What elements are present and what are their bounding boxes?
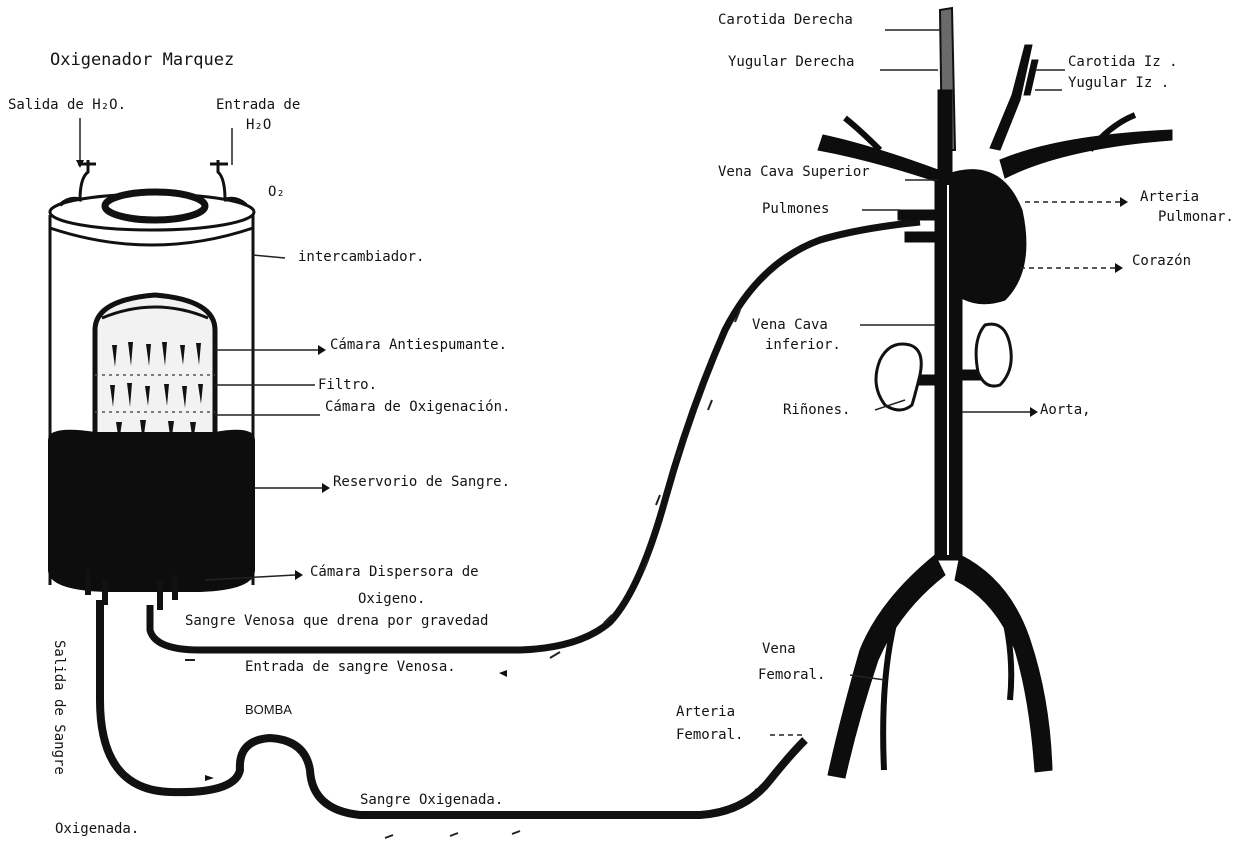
oxygenated-blood-label: Sangre Oxigenada. — [360, 793, 503, 807]
o2-label: O₂ — [268, 185, 285, 199]
heart-label: Corazón — [1132, 254, 1191, 268]
ivc-label-2: inferior. — [765, 338, 841, 352]
antifoam-chamber-label: Cámara Antiespumante. — [330, 338, 507, 352]
aorta-label: Aorta, — [1040, 403, 1091, 417]
femoral-vein-label-2: Femoral. — [758, 668, 825, 682]
pulmonary-artery-label-2: Pulmonar. — [1158, 210, 1234, 224]
lungs-label: Pulmones — [762, 202, 829, 216]
venous-line — [150, 222, 920, 650]
blood-reservoir-label: Reservorio de Sangre. — [333, 475, 510, 489]
vascular-tree — [818, 8, 1172, 778]
disperser-chamber-label-2: Oxigeno. — [358, 592, 425, 606]
carotid-right-label: Carotida Derecha — [718, 13, 853, 27]
kidneys-label: Riñones. — [783, 403, 850, 417]
carotid-left-label: Carotida Iz . — [1068, 55, 1178, 69]
femoral-artery-label: Arteria — [676, 705, 735, 719]
blood-outlet-label-2: Oxigenada. — [55, 822, 139, 836]
oxygenation-chamber-label: Cámara de Oxigenación. — [325, 400, 510, 414]
svc-label: Vena Cava Superior — [718, 165, 870, 179]
pump-label: BOMBA — [245, 703, 292, 716]
water-inlet-label: Entrada de — [216, 98, 300, 112]
femoral-vein-label: Vena — [762, 642, 796, 656]
venous-drain-label: Sangre Venosa que drena por gravedad — [185, 614, 488, 628]
filter-label: Filtro. — [318, 378, 377, 392]
oxygenator-title: Oxigenador Marquez — [50, 52, 234, 69]
disperser-chamber-label: Cámara Dispersora de — [310, 565, 479, 579]
exchanger-label: intercambiador. — [298, 250, 424, 264]
blood-outlet-label: Salida de Sangre — [52, 640, 66, 775]
venous-entry-label: Entrada de sangre Venosa. — [245, 660, 456, 674]
ivc-label: Vena Cava — [752, 318, 828, 332]
femoral-artery-label-2: Femoral. — [676, 728, 743, 742]
pulmonary-artery-label: Arteria — [1140, 190, 1199, 204]
jugular-left-label: Yugular Iz . — [1068, 76, 1169, 90]
jugular-right-label: Yugular Derecha — [728, 55, 854, 69]
water-inlet-label-2: H₂O — [246, 118, 271, 132]
water-outlet-label: Salida de H₂O. — [8, 98, 126, 112]
